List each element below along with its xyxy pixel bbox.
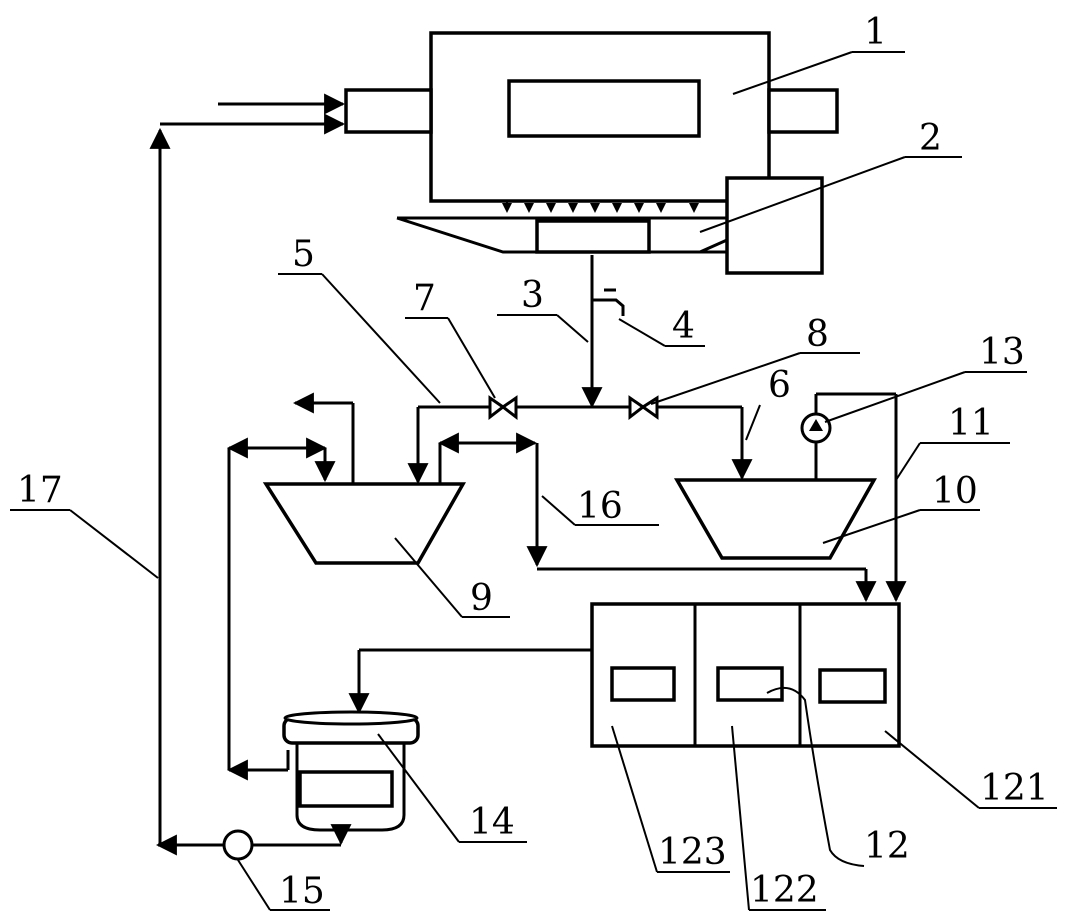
pump-13-arrow	[809, 419, 823, 431]
unit-14	[282, 710, 420, 832]
label-16: 16	[577, 486, 623, 527]
label-2: 2	[919, 118, 942, 159]
label-3: 3	[521, 275, 544, 316]
label-8: 8	[806, 314, 829, 355]
valve-7-icon	[488, 395, 518, 421]
tank-10	[673, 478, 877, 560]
label-10: 10	[932, 471, 978, 512]
label-4: 4	[672, 306, 695, 347]
label-17: 17	[17, 470, 63, 511]
label-1: 1	[864, 12, 887, 53]
label-12: 12	[864, 826, 910, 867]
label-11: 11	[948, 403, 994, 444]
tap-4-icon	[592, 298, 625, 316]
unit-2-tray	[396, 176, 824, 275]
label-15: 15	[279, 871, 325, 912]
pump-15-icon	[222, 829, 254, 861]
drip-markers	[502, 201, 699, 213]
label-121: 121	[980, 768, 1049, 809]
label-9: 9	[470, 578, 493, 619]
tank-9	[262, 482, 467, 565]
label-5: 5	[292, 234, 315, 275]
label-13: 13	[979, 332, 1025, 373]
label-123: 123	[658, 832, 727, 873]
unit-12	[590, 602, 901, 748]
label-14: 14	[469, 802, 515, 843]
leader-lines	[10, 51, 1057, 911]
unit-1-machine	[344, 31, 839, 203]
label-6: 6	[768, 365, 791, 406]
label-122: 122	[750, 870, 819, 911]
valve-8-icon	[628, 395, 659, 421]
label-7: 7	[413, 278, 436, 319]
